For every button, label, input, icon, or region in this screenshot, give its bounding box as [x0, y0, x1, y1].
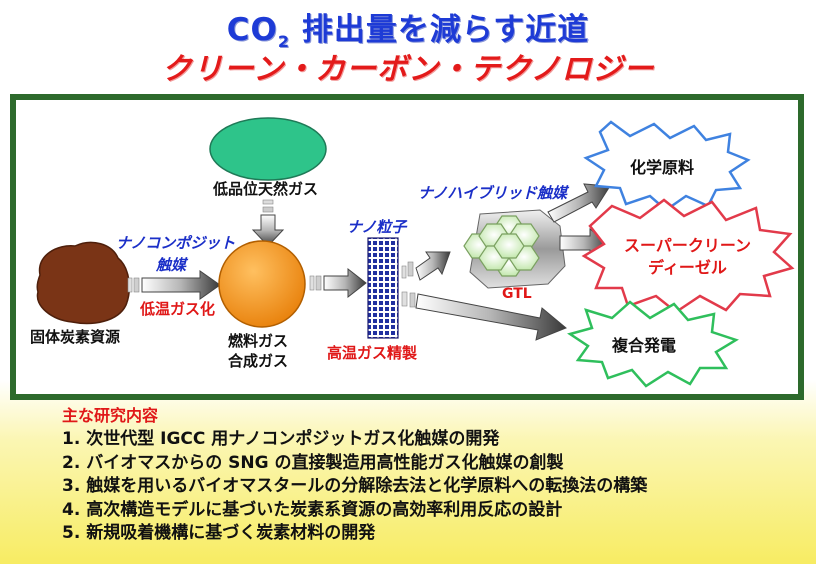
- arrow-filter-to-power: [401, 291, 567, 341]
- label-natural-gas: 低品位天然ガス: [213, 180, 319, 198]
- clean-diesel-burst: [581, 198, 795, 314]
- research-item: 3. 触媒を用いるバイオマスタールの分解除去法と化学原料への転換法の構築: [62, 476, 648, 496]
- research-item: 5. 新規吸着機構に基づく炭素材料の開発: [62, 523, 376, 543]
- natural-gas-blob: [209, 117, 327, 181]
- label-low-temp-gasification: 低温ガス化: [140, 300, 216, 318]
- solid-carbon-blob: [36, 241, 131, 325]
- research-list: 主な研究内容 1. 次世代型 IGCC 用ナノコンポジットガス化触媒の開発 2.…: [62, 402, 647, 546]
- hybrid-catalyst-bundle: [463, 209, 566, 289]
- page-title: CO2 排出量を減らす近道: [226, 12, 590, 51]
- label-syngas: 合成ガス: [228, 352, 289, 370]
- arrow-syngas-to-filter: [309, 267, 367, 299]
- label-nano-hybrid: ナノハイブリッド触媒: [418, 184, 567, 202]
- label-super-clean: スーパークリーン: [624, 236, 752, 255]
- label-nano-composite: ナノコンポジット: [116, 234, 236, 252]
- arrow-coal-to-syngas: [127, 270, 221, 300]
- label-fuel-gas: 燃料ガス: [228, 332, 289, 350]
- chemical-feedstock-burst: [583, 120, 751, 212]
- label-nano-particle: ナノ粒子: [347, 218, 407, 236]
- label-gtl: GTL: [502, 286, 532, 302]
- page-subtitle: クリーン・カーボン・テクノロジー: [161, 52, 655, 87]
- combined-power-burst: [567, 300, 739, 388]
- label-chemical-feedstock: 化学原料: [630, 158, 695, 177]
- arrow-filter-to-catalyst: [401, 251, 451, 281]
- research-item: 4. 高次構造モデルに基づいた炭素系資源の高効率利用反応の設計: [62, 499, 563, 520]
- label-catalyst: 触媒: [156, 256, 187, 274]
- research-item: 1. 次世代型 IGCC 用ナノコンポジットガス化触媒の開発: [62, 429, 500, 449]
- syngas-ball: [218, 240, 306, 328]
- arrow-gas-to-syngas: [251, 199, 285, 247]
- research-item: 2. バイオマスからの SNG の直接製造用高性能ガス化触媒の創製: [62, 452, 564, 473]
- label-high-temp-refining: 高温ガス精製: [327, 344, 418, 362]
- arrow-catalyst-to-chemical: [547, 183, 611, 223]
- research-heading: 主な研究内容: [62, 406, 159, 425]
- label-combined-power: 複合発電: [612, 336, 677, 355]
- label-solid-carbon: 固体炭素資源: [30, 328, 121, 346]
- label-diesel: ディーゼル: [648, 258, 727, 277]
- nano-particle-filter: [367, 237, 399, 339]
